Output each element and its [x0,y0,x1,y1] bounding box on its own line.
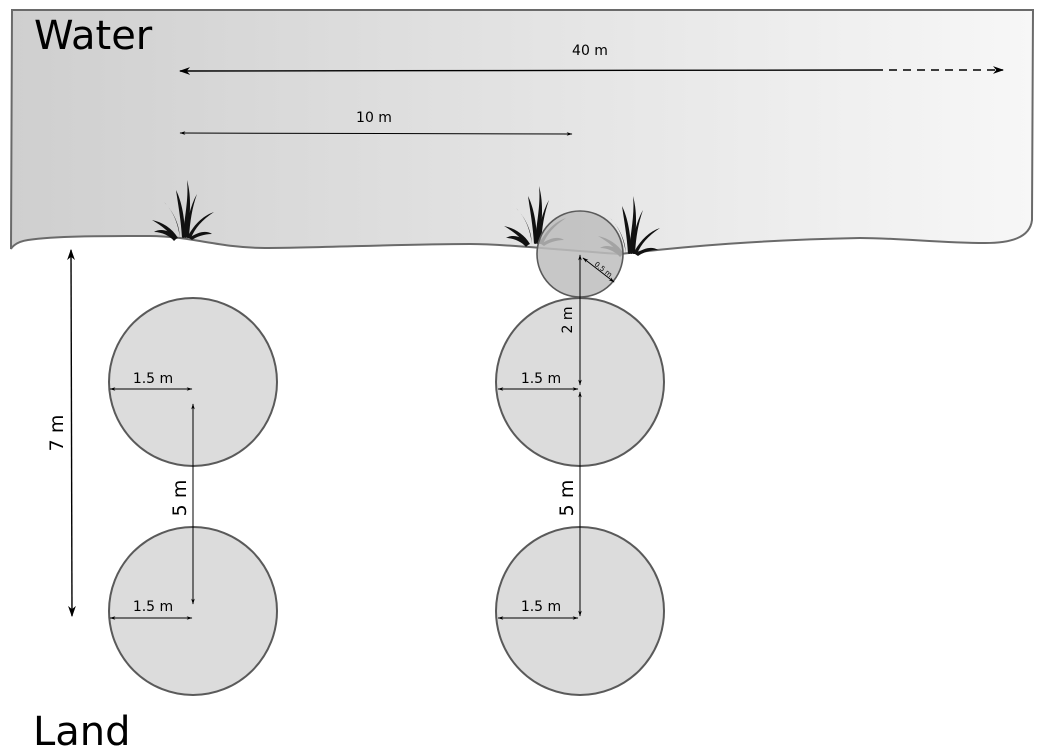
water-body [10,9,1035,256]
plot-left-spacing-label: 5 m [169,480,191,517]
distance-7m-label: 7 m [46,415,68,452]
plot-right-bottom-radius-label: 1.5 m [521,599,561,615]
distance-10m-arrow [179,131,573,136]
distance-40m-arrow [178,67,876,75]
small-plot-radius-arrow [582,257,615,283]
water-label: Water [34,13,153,59]
distance-40m-label: 40 m [572,43,608,59]
plot-right-top-radius-label: 1.5 m [521,371,561,387]
distance-7m-arrow [67,248,76,618]
plot-right-spacing-label: 5 m [556,480,578,517]
distance-2m-label: 2 m [560,307,576,334]
plot-left-top-radius-label: 1.5 m [133,371,173,387]
land-label: Land [33,709,131,749]
plot-left-bottom-radius-label: 1.5 m [133,599,173,615]
distance-10m-label: 10 m [356,110,392,126]
